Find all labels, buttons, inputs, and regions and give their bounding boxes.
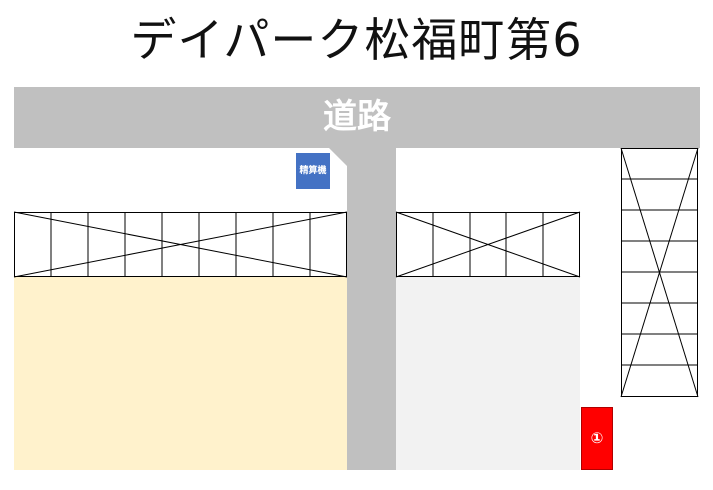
page-title: デイパーク松福町第6	[130, 13, 583, 67]
parking-space-1-label: ①	[590, 429, 604, 447]
road-horizontal	[14, 87, 700, 148]
left-blocked-row	[13, 211, 348, 278]
road-corner-chamfer	[329, 148, 349, 168]
grid-lines	[620, 147, 699, 398]
grid-lines	[13, 211, 348, 278]
grid-lines	[395, 211, 581, 278]
road-vertical	[347, 148, 396, 470]
middle-blocked-row	[395, 211, 581, 278]
parking-space-1[interactable]	[581, 407, 613, 470]
right-blocked-column	[620, 147, 699, 398]
zone-left	[14, 277, 347, 470]
pay-station: 精算機	[296, 153, 330, 189]
zone-right	[396, 277, 580, 470]
road-label: 道路	[323, 97, 391, 137]
